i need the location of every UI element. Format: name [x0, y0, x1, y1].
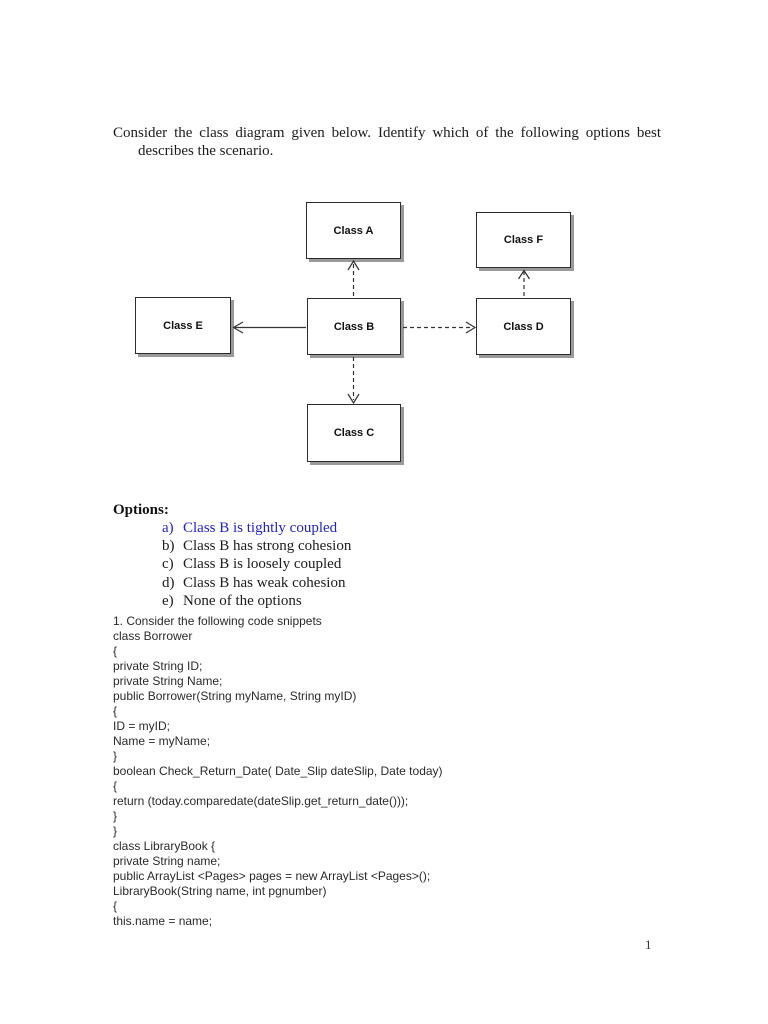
code-line: private String ID; [113, 659, 203, 673]
question-text: Consider the class diagram given below. … [113, 124, 661, 160]
code-line: { [113, 899, 118, 913]
arrow-b-to-c [347, 357, 360, 405]
class-box-label: Class C [333, 427, 375, 439]
arrow-b-to-d [403, 321, 477, 334]
question-line-2: describes the scenario. [138, 143, 274, 159]
option-item-b: b) Class B has strong cohesion [162, 537, 351, 555]
option-item-a: a) Class B is tightly coupled [162, 519, 351, 537]
option-letter: c) [162, 556, 174, 573]
code-line: private String name; [113, 854, 221, 868]
class-box-label: Class D [503, 320, 544, 333]
arrow-d-to-f [517, 269, 531, 296]
option-item-c: c) Class B is loosely coupled [162, 555, 351, 573]
class-box-label: Class F [503, 234, 544, 246]
option-letter: e) [162, 592, 174, 609]
code-line: class LibraryBook { [113, 839, 216, 853]
class-box-e: Class E [135, 297, 231, 354]
code-line: { [113, 704, 118, 718]
code-line: 1. Consider the following code snippets [113, 614, 322, 628]
code-line: } [113, 809, 118, 823]
arrow-b-to-e [232, 321, 306, 334]
class-box-d: Class D [476, 298, 571, 355]
code-line: private String Name; [113, 674, 223, 688]
option-text: None of the options [183, 592, 302, 609]
code-line: ID = myID; [113, 719, 171, 733]
options-list: a) Class B is tightly coupled b) Class B… [162, 519, 351, 610]
class-box-f: Class F [476, 212, 571, 268]
code-line: public ArrayList <Pages> pages = new Arr… [113, 869, 431, 883]
option-letter: d) [162, 574, 175, 591]
class-box-c: Class C [307, 404, 401, 462]
code-line: this.name = name; [113, 914, 213, 928]
option-text: Class B is loosely coupled [183, 556, 342, 573]
code-line: boolean Check_Return_Date( Date_Slip dat… [113, 764, 443, 778]
code-line: { [113, 779, 118, 793]
code-line: return (today.comparedate(dateSlip.get_r… [113, 794, 409, 808]
option-letter: a) [162, 520, 174, 536]
options-heading: Options: [113, 502, 169, 518]
code-line: class Borrower [113, 629, 193, 643]
option-item-e: e) None of the options [162, 592, 351, 610]
class-box-label: Class B [333, 320, 375, 333]
code-line: } [113, 749, 118, 763]
option-text: Class B is tightly coupled [183, 520, 338, 536]
class-box-b: Class B [307, 298, 401, 355]
class-box-a: Class A [306, 202, 401, 259]
class-box-label: Class A [333, 224, 374, 237]
option-text: Class B has weak cohesion [183, 574, 346, 591]
option-text: Class B has strong cohesion [183, 538, 352, 555]
page-number: 1 [645, 937, 652, 952]
option-letter: b) [162, 538, 175, 555]
option-item-d: d) Class B has weak cohesion [162, 574, 351, 592]
code-line: public Borrower(String myName, String my… [113, 689, 357, 703]
code-line: LibraryBook(String name, int pgnumber) [113, 884, 327, 898]
question-line-1: Consider the class diagram given below. … [113, 125, 661, 141]
code-line: } [113, 824, 118, 838]
code-line: { [113, 644, 118, 658]
arrow-b-to-a [347, 259, 360, 296]
class-box-label: Class E [163, 319, 203, 332]
code-line: Name = myName; [113, 734, 211, 748]
